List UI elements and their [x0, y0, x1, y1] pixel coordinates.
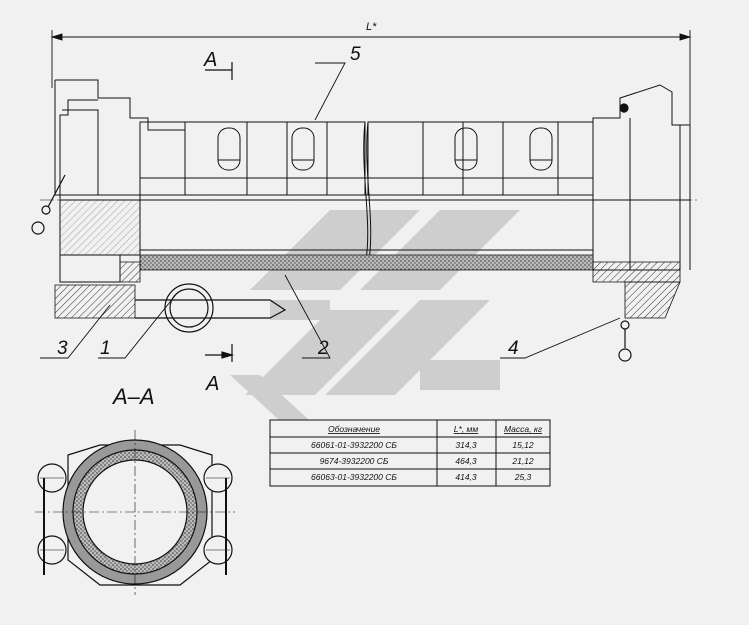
overall-dimension — [50, 30, 692, 125]
callout-leaders — [40, 62, 621, 359]
section-view-a-a — [35, 430, 235, 595]
overall-dimension-label: L* — [366, 21, 377, 33]
locking-ring — [135, 283, 287, 333]
table-row-3-mass: 25,3 — [514, 472, 532, 482]
chain-right — [618, 103, 632, 362]
chain-left — [31, 174, 66, 235]
table-row-1-length: 314,3 — [455, 440, 477, 450]
callout-1-label: 1 — [100, 338, 111, 359]
callout-3-label: 3 — [57, 338, 68, 359]
specification-table — [269, 419, 551, 487]
callout-5-label: 5 — [350, 44, 361, 65]
section-marker-bottom — [205, 344, 235, 362]
table-row-2-length: 464,3 — [455, 456, 477, 466]
table-row-1-mass: 15,12 — [512, 440, 534, 450]
section-marker-bottom-label: A — [205, 373, 219, 395]
section-marker-top — [205, 62, 233, 80]
table-row-2-mass: 21,12 — [511, 456, 534, 466]
hose-wall-section — [54, 199, 681, 319]
section-view-title: A–A — [111, 384, 155, 409]
callout-2-label: 2 — [317, 338, 329, 359]
table-header-mass: Масса, кг — [504, 424, 542, 434]
table-row-1-designation: 66061-01-3932200 СБ — [311, 440, 397, 450]
watermark-logo — [230, 210, 520, 430]
table-row-2-designation: 9674-3932200 СБ — [320, 456, 389, 466]
table-header-designation: Обозначение — [328, 424, 380, 434]
table-row-3-designation: 66063-01-3932200 СБ — [311, 472, 397, 482]
hose-assembly-main-view — [40, 79, 700, 283]
section-marker-top-label: A — [203, 49, 217, 71]
callout-4-label: 4 — [508, 338, 519, 359]
table-row-3-length: 414,3 — [455, 472, 477, 482]
table-header-length: L*, мм — [454, 424, 479, 434]
